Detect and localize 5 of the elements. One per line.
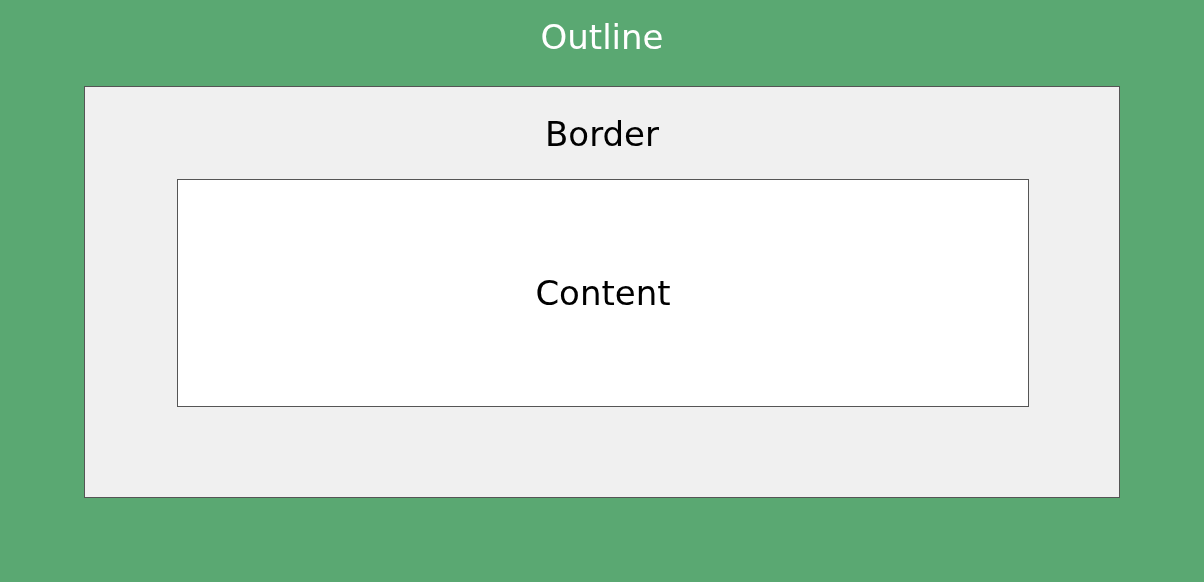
outline-label: Outline — [540, 17, 664, 58]
content-box — [177, 179, 1029, 407]
border-box — [84, 86, 1120, 498]
content-label: Content — [535, 272, 671, 314]
border-label: Border — [545, 114, 659, 155]
